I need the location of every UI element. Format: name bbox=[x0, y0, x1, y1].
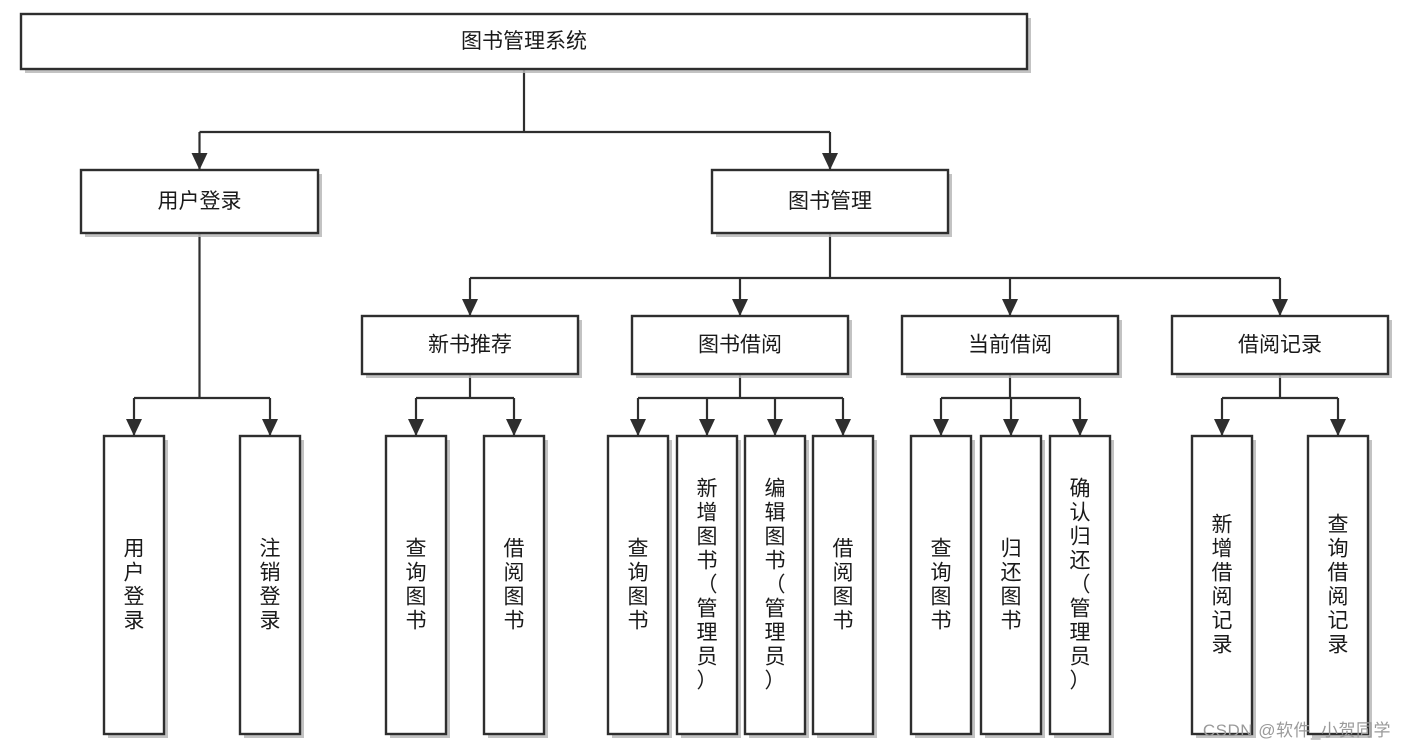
arrow-head-icon bbox=[262, 419, 278, 436]
node-current-borrow[interactable]: 当前借阅 bbox=[900, 314, 1122, 378]
node-rect[interactable] bbox=[1306, 434, 1370, 736]
node-rect[interactable] bbox=[811, 434, 875, 736]
arrow-head-icon bbox=[1002, 299, 1018, 316]
node-label: 用户登录 bbox=[124, 538, 145, 633]
arrow-head-icon bbox=[1330, 419, 1346, 436]
node-leaf-return-book[interactable]: 归还图书 bbox=[979, 434, 1045, 738]
connector-layer bbox=[126, 69, 1346, 436]
node-rect[interactable] bbox=[102, 434, 166, 736]
node-root[interactable]: 图书管理系统 bbox=[19, 12, 1031, 73]
node-label: 查询借阅记录 bbox=[1328, 514, 1349, 657]
node-label: 编辑图书（管理员） bbox=[765, 478, 786, 693]
node-label: 新增图书（管理员） bbox=[697, 478, 718, 693]
node-label: 查询图书 bbox=[931, 538, 952, 633]
node-label: 新增借阅记录 bbox=[1212, 514, 1233, 657]
arrow-head-icon bbox=[699, 419, 715, 436]
node-rect[interactable] bbox=[384, 434, 448, 736]
node-rect[interactable] bbox=[1048, 434, 1112, 736]
node-label: 确认归还（管理员） bbox=[1070, 478, 1091, 693]
arrow-head-icon bbox=[1003, 419, 1019, 436]
node-label: 当前借阅 bbox=[968, 334, 1052, 357]
arrow-head-icon bbox=[462, 299, 478, 316]
node-rect[interactable] bbox=[710, 168, 950, 235]
node-rect[interactable] bbox=[675, 434, 739, 736]
node-rect[interactable] bbox=[360, 314, 580, 376]
node-book-manage[interactable]: 图书管理 bbox=[710, 168, 952, 237]
node-leaf-confirm-return-admin[interactable]: 确认归还（管理员） bbox=[1048, 434, 1114, 738]
node-leaf-query-book-recommend[interactable]: 查询图书 bbox=[384, 434, 450, 738]
node-leaf-borrow-book[interactable]: 借阅图书 bbox=[811, 434, 877, 738]
arrow-head-icon bbox=[1072, 419, 1088, 436]
node-user-login[interactable]: 用户登录 bbox=[79, 168, 322, 237]
arrow-head-icon bbox=[1214, 419, 1230, 436]
node-label: 新书推荐 bbox=[428, 334, 512, 357]
arrow-head-icon bbox=[933, 419, 949, 436]
node-label: 借阅记录 bbox=[1238, 334, 1322, 357]
node-leaf-query-borrow-record[interactable]: 查询借阅记录 bbox=[1306, 434, 1372, 738]
node-label: 查询图书 bbox=[628, 538, 649, 633]
node-rect[interactable] bbox=[19, 12, 1029, 71]
node-rect[interactable] bbox=[79, 168, 320, 235]
node-borrow-record[interactable]: 借阅记录 bbox=[1170, 314, 1392, 378]
node-rect[interactable] bbox=[909, 434, 973, 736]
node-rect[interactable] bbox=[1190, 434, 1254, 736]
node-label: 图书管理 bbox=[788, 190, 872, 213]
node-layer: 图书管理系统用户登录图书管理新书推荐图书借阅当前借阅借阅记录用户登录注销登录查询… bbox=[19, 12, 1392, 738]
node-rect[interactable] bbox=[900, 314, 1120, 376]
arrow-head-icon bbox=[191, 153, 208, 170]
node-book-borrow[interactable]: 图书借阅 bbox=[630, 314, 852, 378]
node-leaf-add-borrow-record[interactable]: 新增借阅记录 bbox=[1190, 434, 1256, 738]
arrow-head-icon bbox=[506, 419, 522, 436]
arrow-head-icon bbox=[767, 419, 783, 436]
node-label: 注销登录 bbox=[260, 538, 281, 633]
node-rect[interactable] bbox=[238, 434, 302, 736]
node-label: 借阅图书 bbox=[833, 538, 854, 633]
node-new-book-recommend[interactable]: 新书推荐 bbox=[360, 314, 582, 378]
node-label: 查询图书 bbox=[406, 538, 427, 633]
arrow-head-icon bbox=[835, 419, 851, 436]
arrow-head-icon bbox=[822, 153, 838, 170]
node-label: 用户登录 bbox=[158, 190, 242, 213]
node-leaf-query-book-borrow[interactable]: 查询图书 bbox=[606, 434, 672, 738]
node-leaf-query-book-current[interactable]: 查询图书 bbox=[909, 434, 975, 738]
node-label: 图书管理系统 bbox=[461, 30, 587, 53]
node-leaf-add-book-admin[interactable]: 新增图书（管理员） bbox=[675, 434, 741, 738]
node-rect[interactable] bbox=[606, 434, 670, 736]
watermark-label: CSDN @软件_小贺同学 bbox=[1202, 721, 1391, 740]
node-rect[interactable] bbox=[979, 434, 1043, 736]
arrow-head-icon bbox=[1272, 299, 1288, 316]
node-leaf-edit-book-admin[interactable]: 编辑图书（管理员） bbox=[743, 434, 809, 738]
node-label: 归还图书 bbox=[1001, 538, 1022, 633]
arrow-head-icon bbox=[126, 419, 142, 436]
node-rect[interactable] bbox=[482, 434, 546, 736]
node-leaf-logout-login[interactable]: 注销登录 bbox=[238, 434, 304, 738]
arrow-head-icon bbox=[732, 299, 748, 316]
node-leaf-user-login[interactable]: 用户登录 bbox=[102, 434, 168, 738]
node-label: 借阅图书 bbox=[504, 538, 525, 633]
node-rect[interactable] bbox=[1170, 314, 1390, 376]
arrow-head-icon bbox=[408, 419, 424, 436]
node-rect[interactable] bbox=[630, 314, 850, 376]
node-leaf-borrow-book-recommend[interactable]: 借阅图书 bbox=[482, 434, 548, 738]
arrow-head-icon bbox=[630, 419, 646, 436]
node-label: 图书借阅 bbox=[698, 334, 782, 357]
node-rect[interactable] bbox=[743, 434, 807, 736]
